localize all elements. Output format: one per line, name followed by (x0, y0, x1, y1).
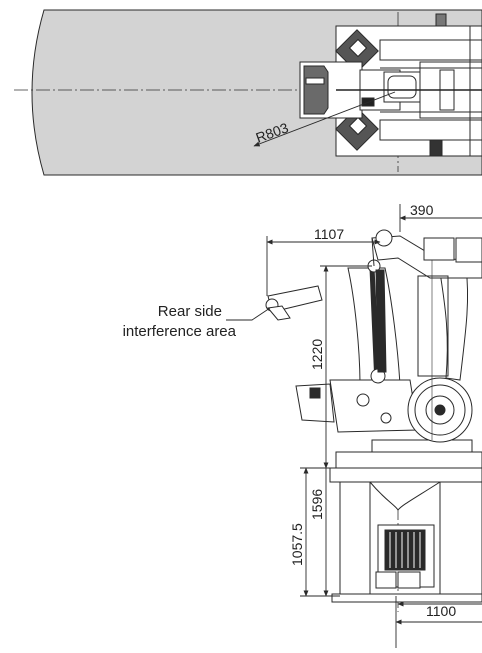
dim-base-height (300, 467, 340, 597)
rear-interference-arm (265, 285, 323, 321)
callout-line-2: interference area (123, 323, 237, 340)
radius-leader-line (253, 91, 396, 147)
top-view: R803 (14, 9, 482, 176)
dim-rear-reach-label: 1107 (314, 226, 344, 242)
dim-front-reach (395, 596, 482, 648)
robot-top-silhouette (299, 13, 482, 157)
dim-rear-reach (266, 236, 381, 296)
dim-base-height-label: 1057.5 (289, 523, 305, 566)
dim-front-reach-label: 1100 (426, 603, 456, 619)
dim-top-width-label: 390 (410, 202, 434, 218)
dim-total-height-label: 1596 (309, 489, 325, 520)
robot-base (329, 439, 482, 603)
dim-arm-height-label: 1220 (309, 339, 325, 370)
robot-arm (295, 229, 482, 443)
dim-top-width (399, 204, 482, 232)
callout-leader (226, 307, 271, 321)
dim-arm-height (320, 265, 372, 469)
base-grille (384, 529, 426, 571)
callout-line-1: Rear side (158, 303, 222, 320)
side-view: Rear side interference area 390 1107 122… (123, 202, 482, 648)
